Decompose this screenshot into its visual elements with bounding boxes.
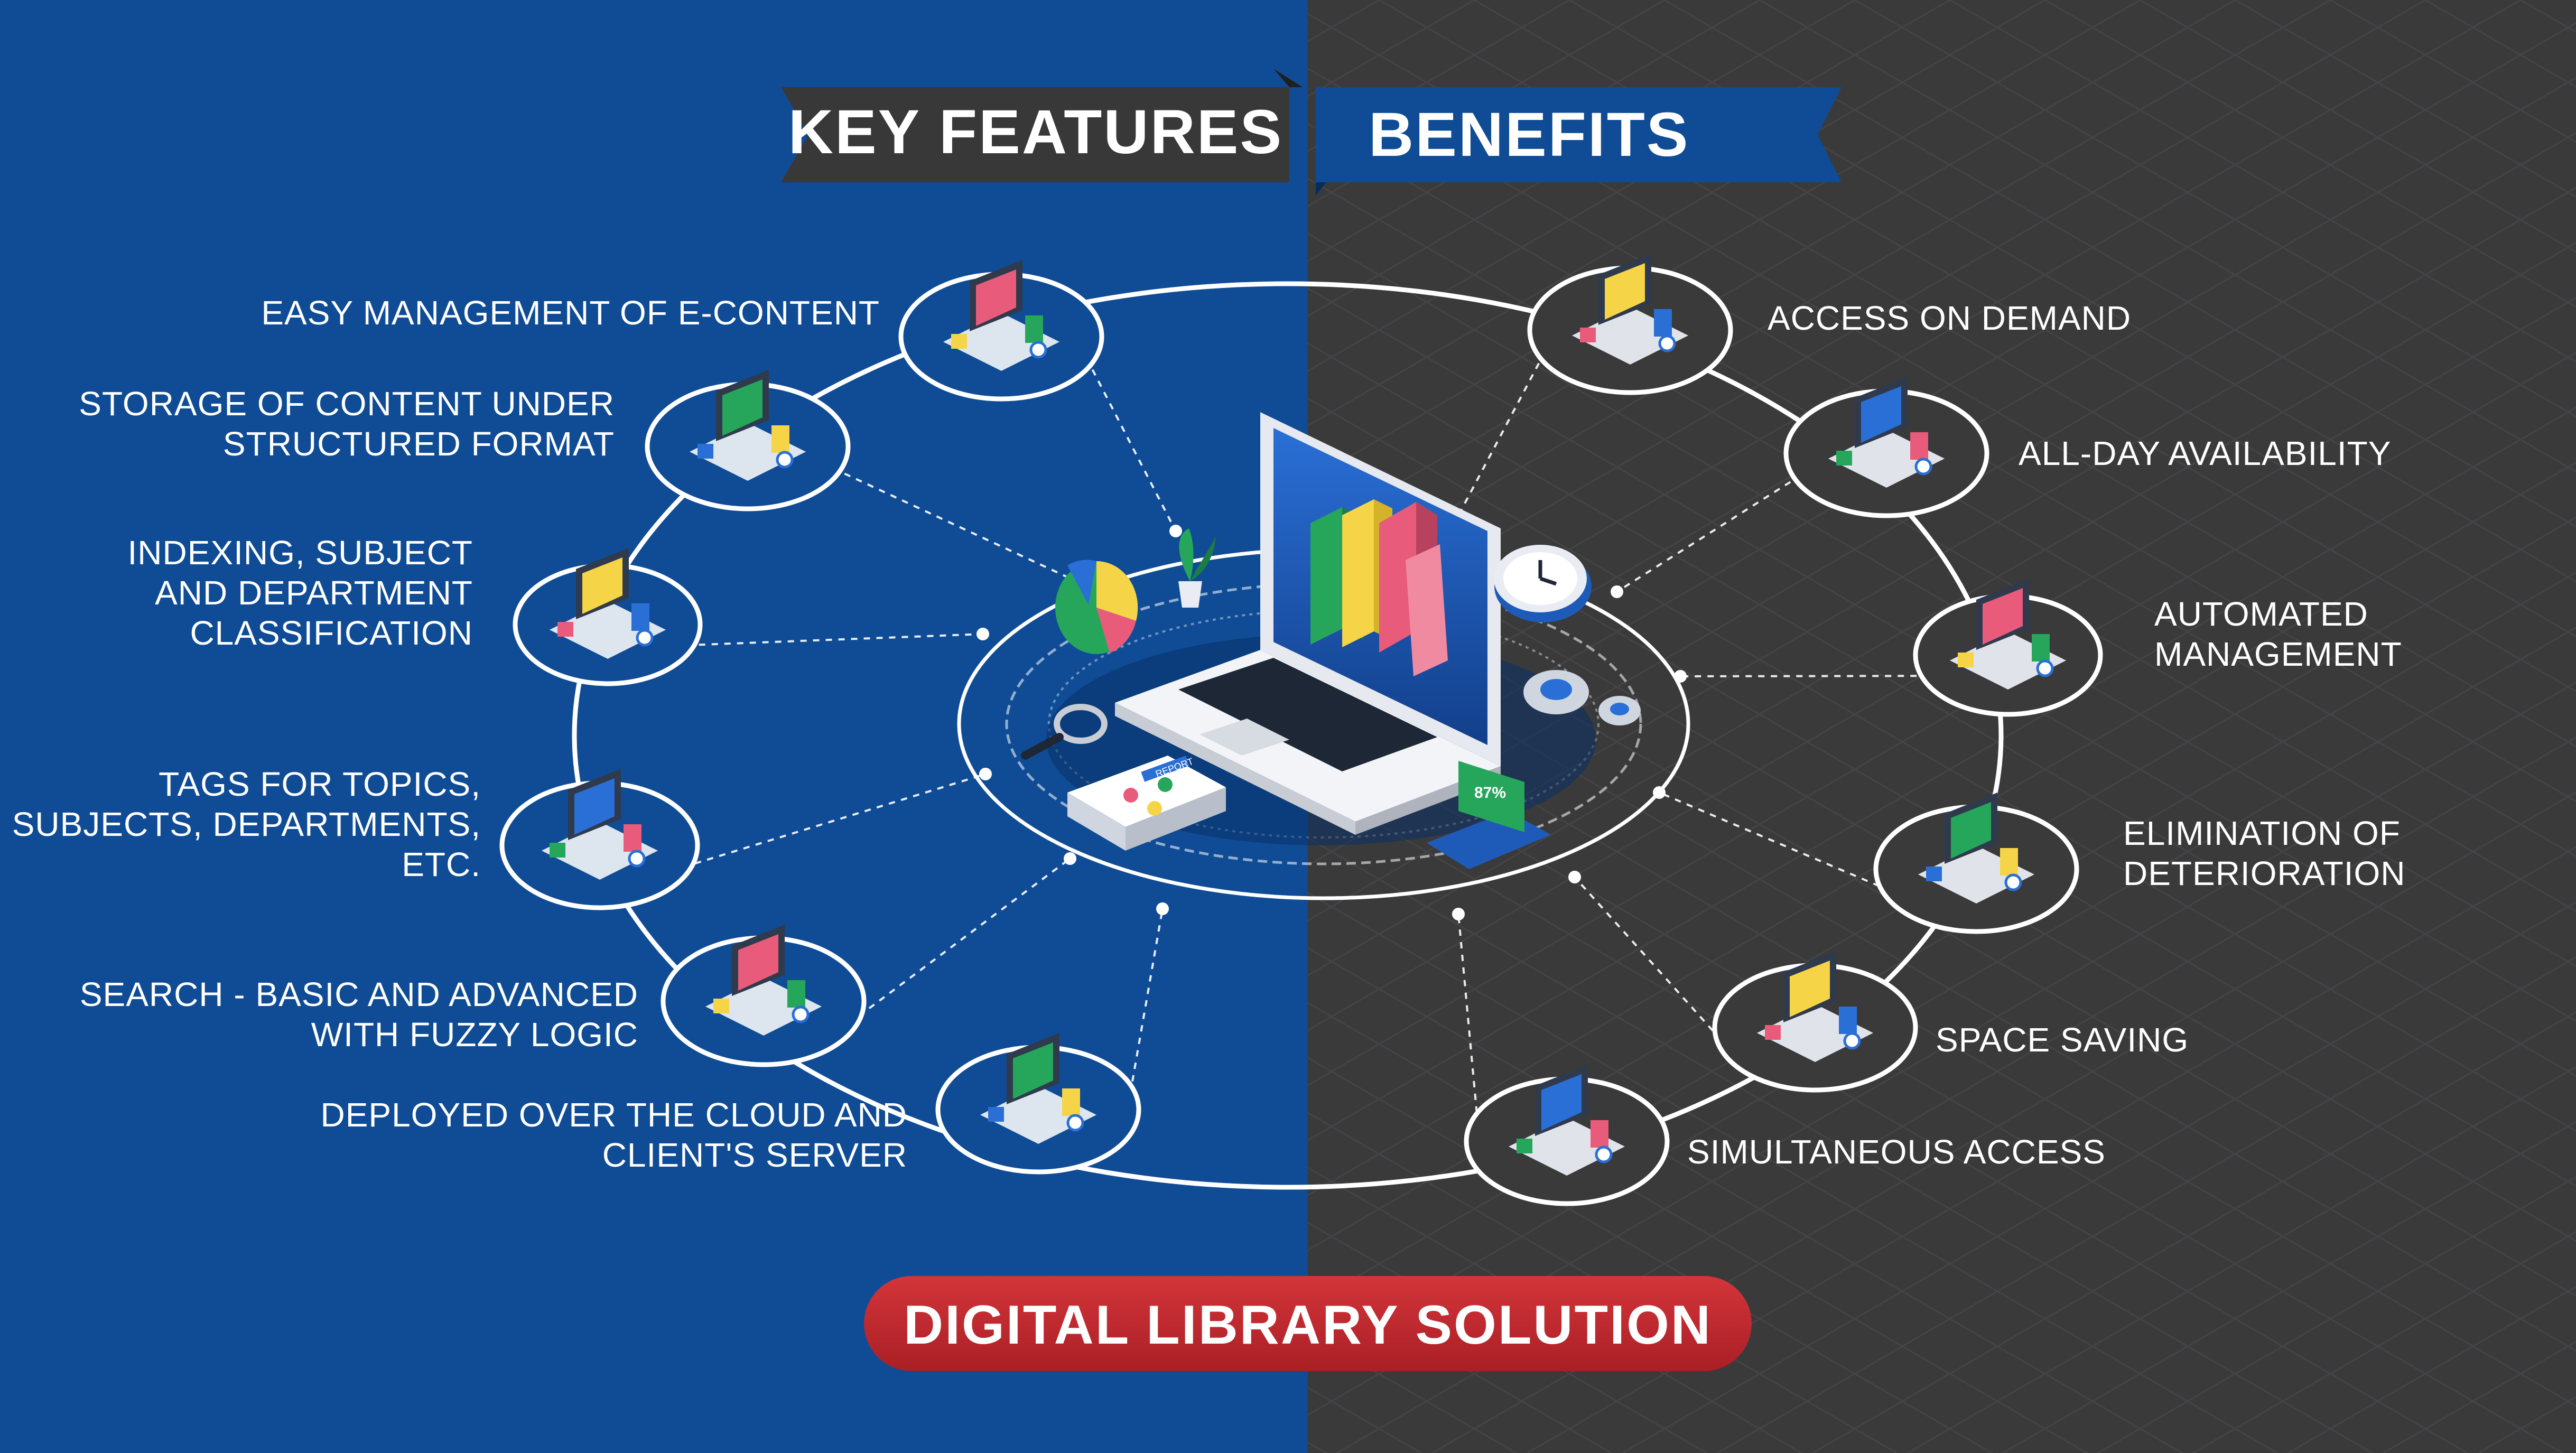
benefit-node-5: SPACE SAVING <box>1712 951 2189 1093</box>
feature-node-4: TAGS FOR TOPICS,SUBJECTS, DEPARTMENTS,ET… <box>12 765 700 910</box>
benefits-banner <box>1316 87 1842 182</box>
feature-node-1: EASY MANAGEMENT OF E-CONTENT <box>261 260 1104 402</box>
feature-label-line: STORAGE OF CONTENT UNDER <box>79 385 615 423</box>
right-connector-dot <box>1674 670 1687 683</box>
burning-documents-icon <box>1918 793 2034 904</box>
benefits-title: BENEFITS <box>1369 100 1690 170</box>
feature-label-line: DEPLOYED OVER THE CLOUD AND <box>320 1096 907 1134</box>
feature-label-line: CLASSIFICATION <box>190 614 473 652</box>
footer-title: DIGITAL LIBRARY SOLUTION <box>904 1294 1712 1356</box>
right-connector-dot <box>1568 871 1581 883</box>
feature-label-line: TAGS FOR TOPICS, <box>159 765 481 803</box>
right-connector-dot <box>1653 786 1666 799</box>
automation-gears-icon <box>1950 579 2066 690</box>
central-laptop-library-icon <box>1115 412 1501 835</box>
clock-icon <box>1494 545 1592 622</box>
laptop-books-icon <box>943 260 1059 371</box>
left-connector-dot <box>1169 525 1182 537</box>
benefit-label-line: AUTOMATED <box>2154 595 2368 633</box>
pie-chart-icon <box>1055 560 1138 654</box>
compact-device-icon <box>1757 951 1873 1062</box>
central-illustration: REPORT 87% <box>1021 412 1641 869</box>
footer-pill <box>864 1276 1752 1371</box>
tablet-stat-icon: 87% <box>1427 761 1551 869</box>
cloud-server-icon <box>980 1033 1096 1144</box>
feature-label-line: AND DEPARTMENT <box>155 574 473 612</box>
feature-label-line: CLIENT'S SERVER <box>602 1136 907 1174</box>
feature-label-line: STRUCTURED FORMAT <box>223 425 615 463</box>
right-connector-dot <box>1452 908 1465 920</box>
person-gear-icon <box>1572 254 1688 365</box>
feature-label-line: EASY MANAGEMENT OF E-CONTENT <box>261 294 880 332</box>
indexing-screen-icon <box>550 548 666 659</box>
benefit-label-line: ALL-DAY AVAILABILITY <box>2019 434 2391 472</box>
left-connector-dot <box>979 768 992 780</box>
left-connector-line <box>848 858 1071 1024</box>
left-connector-dot <box>977 628 989 640</box>
benefit-node-1: ACCESS ON DEMAND <box>1527 254 2131 395</box>
benefit-label-line: ACCESS ON DEMAND <box>1768 299 2131 337</box>
database-storage-icon <box>690 370 806 481</box>
plant-icon <box>1178 528 1215 608</box>
benefit-label-line: SPACE SAVING <box>1936 1021 2189 1059</box>
magnifier-icon <box>1021 704 1108 760</box>
dual-laptops-icon <box>1509 1065 1625 1176</box>
key-features-banner <box>781 87 1289 182</box>
benefit-label-line: ELIMINATION OF <box>2123 814 2401 852</box>
left-connector-line <box>682 773 986 869</box>
right-connector-line <box>1574 876 1731 1050</box>
tablet-stat-label: 87% <box>1474 784 1506 802</box>
key-features-title: KEY FEATURES <box>788 97 1283 167</box>
search-analytics-icon <box>705 925 822 1036</box>
report-icon: REPORT <box>1067 756 1226 851</box>
feature-label-line: SUBJECTS, DEPARTMENTS, <box>12 805 481 843</box>
benefit-label-line: MANAGEMENT <box>2154 635 2402 673</box>
tags-board-icon <box>542 769 658 880</box>
feature-label-line: WITH FUZZY LOGIC <box>311 1016 638 1054</box>
footer: DIGITAL LIBRARY SOLUTION <box>864 1276 1752 1371</box>
feature-label-line: ETC. <box>402 845 481 883</box>
left-connector-line <box>832 467 1100 593</box>
right-connector-line <box>1659 791 1892 892</box>
key-features-banner-fold <box>1273 69 1303 87</box>
benefit-label-line: DETERIORATION <box>2123 854 2406 892</box>
header: KEY FEATURES BENEFITS <box>781 69 1842 195</box>
benefit-node-2: ALL-DAY AVAILABILITY <box>1783 377 2391 518</box>
left-connector-dot <box>1156 902 1169 915</box>
monitor-24-7-icon <box>1828 377 1945 488</box>
benefit-node-6: SIMULTANEOUS ACCESS <box>1464 1065 2106 1206</box>
gears-icon <box>1523 670 1641 725</box>
benefit-label-line: SIMULTANEOUS ACCESS <box>1687 1133 2106 1171</box>
outer-ring <box>572 281 2004 1190</box>
left-connector-dot <box>1064 852 1076 865</box>
right-connector-dot <box>1611 585 1623 598</box>
feature-label-line: INDEXING, SUBJECT <box>127 534 473 572</box>
benefits-banner-fold <box>1316 182 1326 195</box>
feature-label-line: SEARCH - BASIC AND ADVANCED <box>80 975 638 1013</box>
nodes: EASY MANAGEMENT OF E-CONTENT STORAGE OF C… <box>12 254 2406 1206</box>
right-connector-line <box>1616 474 1802 593</box>
